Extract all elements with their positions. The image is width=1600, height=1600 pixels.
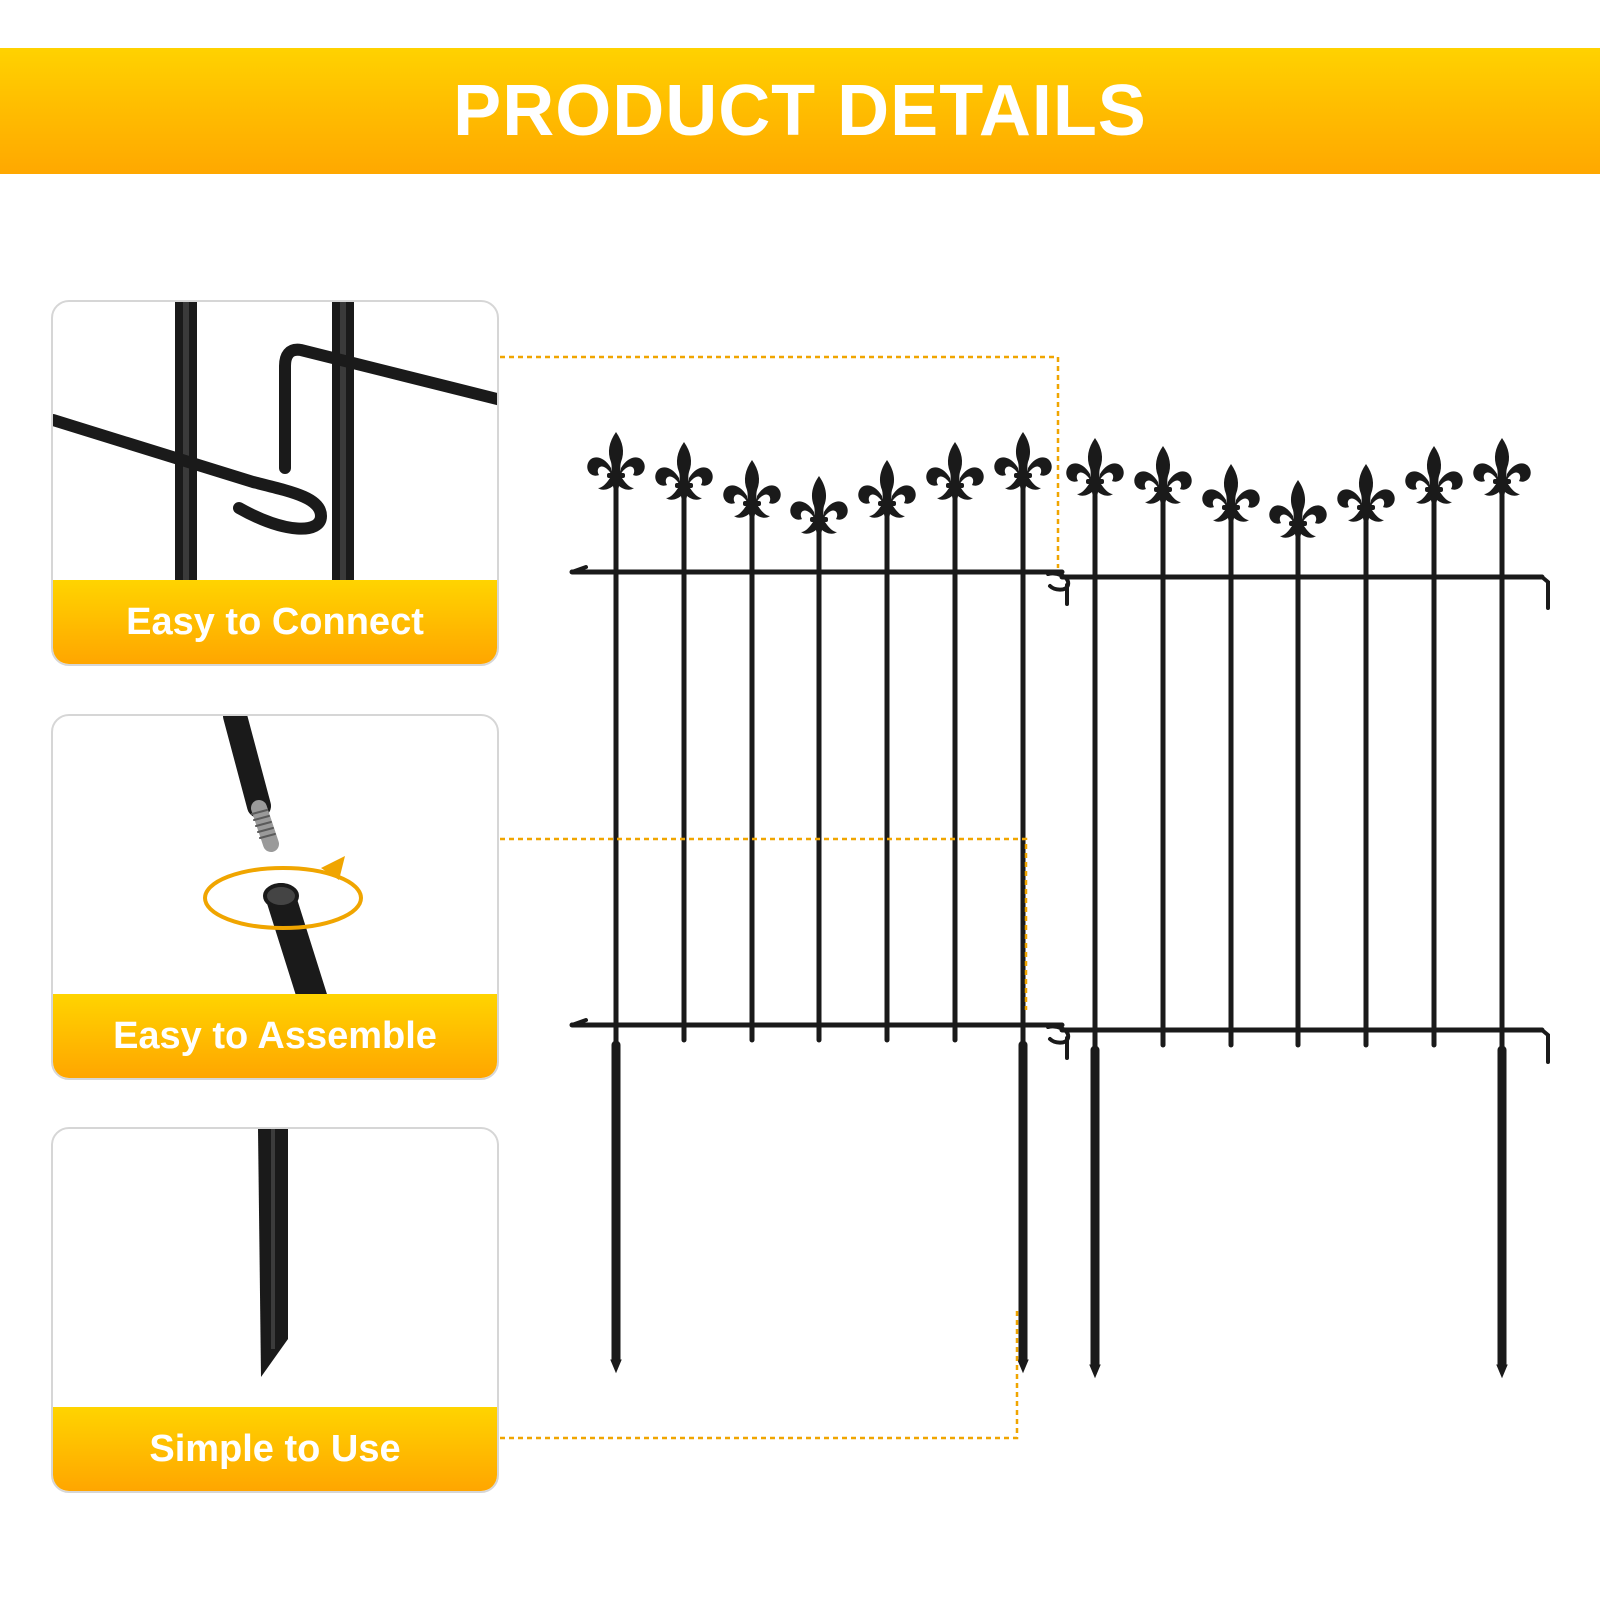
callout-lines: [500, 355, 1060, 1440]
feature-card-use: Simple to Use: [51, 1127, 499, 1493]
page-title: PRODUCT DETAILS: [453, 71, 1147, 151]
right-panel-finials: [1066, 438, 1531, 544]
ground-stake-icon: [258, 1129, 288, 1377]
left-panel-finials: [587, 432, 1052, 540]
hook-connector-icon: [53, 302, 497, 592]
feature-label-connect: Easy to Connect: [53, 580, 497, 664]
feature-label-use: Simple to Use: [53, 1407, 497, 1491]
feature-card-connect: Easy to Connect: [51, 300, 499, 666]
feature-label-assemble: Easy to Assemble: [53, 994, 497, 1078]
feature-card-assemble: Easy to Assemble: [51, 714, 499, 1080]
fence-panel-right: [1046, 493, 1550, 1379]
fence-panel-left: [569, 487, 1065, 1374]
header-banner: PRODUCT DETAILS: [0, 48, 1600, 174]
threaded-rod-icon: [203, 716, 363, 1006]
